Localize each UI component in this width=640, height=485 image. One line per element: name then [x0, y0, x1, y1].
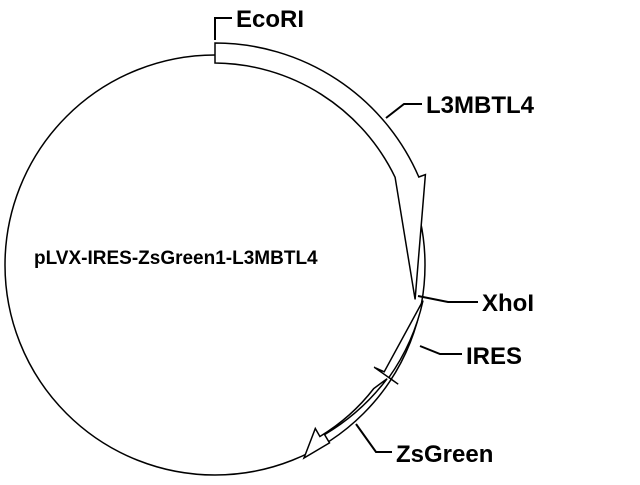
feature-label-zsgreen: ZsGreen	[396, 441, 493, 468]
feature-label-l3mbtl4: L3MBTL4	[426, 92, 535, 119]
leader-line-zsgreen	[355, 423, 392, 453]
feature-arrow-ires	[373, 300, 424, 385]
feature-arrow-zsgreen	[302, 378, 388, 460]
leader-line-l3mbtl4	[385, 103, 422, 119]
feature-arrow-l3mbtl4	[214, 42, 427, 300]
site-label-xhoi: XhoI	[482, 290, 534, 317]
leader-line-ires	[419, 345, 462, 355]
leader-line-ecori	[214, 17, 232, 40]
plasmid-name: pLVX-IRES-ZsGreen1-L3MBTL4	[34, 248, 318, 269]
leader-line-xhoi	[417, 295, 478, 303]
feature-label-ires: IRES	[466, 343, 522, 370]
site-label-ecori: EcoRI	[236, 6, 304, 33]
